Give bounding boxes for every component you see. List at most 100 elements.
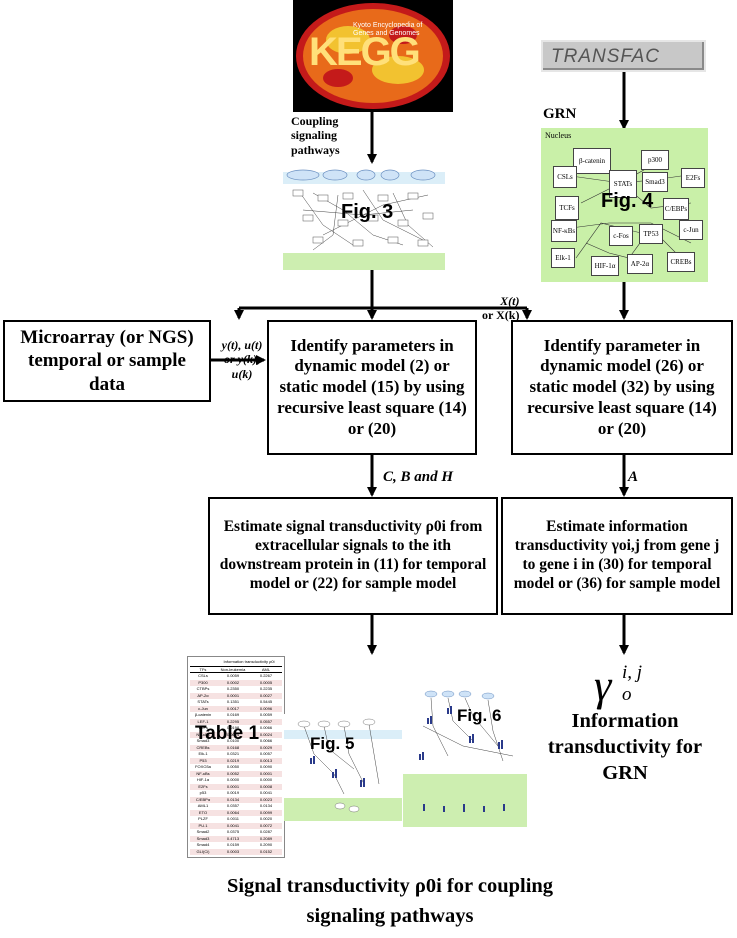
fig6-label: Fig. 6 — [457, 706, 502, 725]
table-cell: 0.0090 — [259, 764, 273, 769]
table-cell: 0.0011 — [227, 816, 239, 821]
table-cell: 0.0057 — [259, 751, 273, 756]
table-cell: FOXO3a — [195, 764, 211, 769]
table-cell: P300 — [198, 679, 208, 685]
gamma-symbol: γ i, j o — [580, 660, 670, 712]
table-cell: 0.1351 — [226, 699, 240, 704]
table-cell: 0.0024 — [259, 731, 273, 737]
table-cell: 0.0024 — [226, 731, 240, 737]
table-cell: Smad4 — [196, 842, 210, 847]
table-cell: 0.2350 — [226, 686, 240, 691]
table-cell: 0.0072 — [259, 822, 273, 828]
gamma-glyph: γ — [594, 661, 612, 710]
microarray-text: Microarray (or NGS) temporal or sample d… — [20, 327, 194, 395]
xt-label: X(t)or X(k) — [482, 294, 520, 323]
table-cell: 0.0321 — [226, 751, 240, 756]
table-cell: 0.0020 — [259, 816, 273, 821]
table1-col-nonleukemia: Non-leukemia — [220, 667, 246, 672]
table-cell: 0.2267 — [259, 673, 273, 678]
table-cell: 0.2295 — [226, 718, 240, 724]
fig6-thumbnail: Fig. 6 — [403, 686, 527, 827]
signal-transductivity-label: Signal transductivity ρ0i for coupling s… — [226, 875, 554, 927]
grn-node-nfkbs: NF-κBs — [551, 220, 577, 242]
table-cell: 0.0159 — [226, 842, 240, 847]
table-cell: 0.0219 — [226, 757, 240, 763]
table-row: P53 0.0219 0.0013 — [190, 757, 282, 764]
kegg-logo-subtitle: Kyoto Encyclopedia of Genes and Genomes — [353, 22, 423, 37]
table-cell: 0.0134 — [226, 796, 240, 802]
table-cell: 0.0096 — [259, 705, 273, 711]
table-cell: GLI(Ci) — [196, 848, 210, 854]
fig4-grn-thumbnail: Nucleus β-catenin p300 CSLs STATs Smad3 … — [541, 128, 708, 282]
information-transductivity-label: Information transductivity for GRN — [547, 710, 703, 785]
table-cell: Elk-1 — [198, 751, 208, 756]
fig4-label: Fig. 4 — [601, 190, 654, 212]
table-cell: CREBs — [196, 744, 210, 750]
table-cell: TCFs — [198, 725, 208, 730]
cbh-label: C, B and H — [383, 469, 454, 485]
table-cell: CSLs — [198, 673, 208, 678]
table-cell: 0.0099 — [259, 809, 273, 815]
table1-col-tfs: TFs — [199, 667, 207, 672]
table-cell: 0.0134 — [259, 803, 273, 808]
table-cell: 0.0008 — [259, 783, 273, 789]
grn-node-hif1a: HIF-1α — [591, 256, 619, 276]
grn-node-ap2a: AP-2α — [627, 254, 653, 274]
table-row: LEF-1 0.2295 0.0557 — [190, 718, 282, 725]
transfac-logo-text: TRANSFAC — [551, 46, 660, 67]
table-cell: AP-2α — [197, 692, 209, 698]
table-cell: 0.2235 — [259, 686, 273, 691]
table1-header: Information transductivity ρ0i — [223, 659, 275, 664]
table-cell: PU.1 — [198, 822, 208, 828]
table-cell: 0.0027 — [259, 692, 273, 698]
table-row: NF-κBs 0.0024 0.0024 — [190, 731, 282, 738]
table1-col-aml: AML — [261, 667, 271, 672]
table-cell: 0.0013 — [259, 757, 273, 763]
grn-node-smad3: Smad3 — [642, 172, 668, 192]
grn-node-cfos: c-Fos — [609, 226, 633, 246]
grn-node-stats: STATs — [609, 170, 637, 198]
table-cell: 0.0064 — [226, 809, 240, 815]
table-cell: 0.0052 — [226, 770, 240, 776]
table-cell: 0.0066 — [259, 725, 273, 730]
table-cell: 0.0029 — [259, 744, 273, 750]
table-cell: 0.0003 — [226, 848, 240, 854]
table-cell: 0.0000 — [226, 777, 240, 782]
table-cell: 0.0557 — [259, 718, 273, 724]
fig3-thumbnail: Fig. 3 — [283, 165, 445, 270]
identify-params-text-right: Identify parameter in dynamic model (26)… — [527, 335, 717, 438]
grn-node-tp53: TP53 — [639, 224, 663, 244]
grn-node-elk1: Elk-1 — [551, 248, 575, 268]
table-cell: HIF-1α — [196, 777, 210, 782]
table1-label: Table 1 — [195, 723, 260, 744]
table-cell: NF-κBs — [196, 770, 210, 776]
table-cell: P53 — [199, 757, 207, 763]
table-cell: 0.0059 — [226, 673, 240, 678]
table-cell: 0.0059 — [259, 712, 273, 717]
transfac-logo: TRANSFAC — [541, 40, 706, 72]
grn-node-csls: CSLs — [553, 166, 577, 188]
table-cell: β-catenin — [194, 712, 212, 717]
table-cell: 0.0001 — [226, 783, 240, 789]
table-cell: STATs — [197, 699, 209, 704]
grn-node-tcfs: TCFs — [555, 196, 579, 220]
grn-node-crebs: CREBs — [667, 252, 695, 272]
table-row: STATs 0.1351 0.5445 — [190, 699, 282, 706]
table-cell: LEF-1 — [197, 718, 209, 724]
grn-node-cjun: c-Jun — [679, 220, 703, 240]
table-cell: 0.5445 — [259, 699, 273, 704]
table-cell: 0.0152 — [259, 848, 273, 854]
table-cell: NF-κBs — [196, 731, 210, 737]
